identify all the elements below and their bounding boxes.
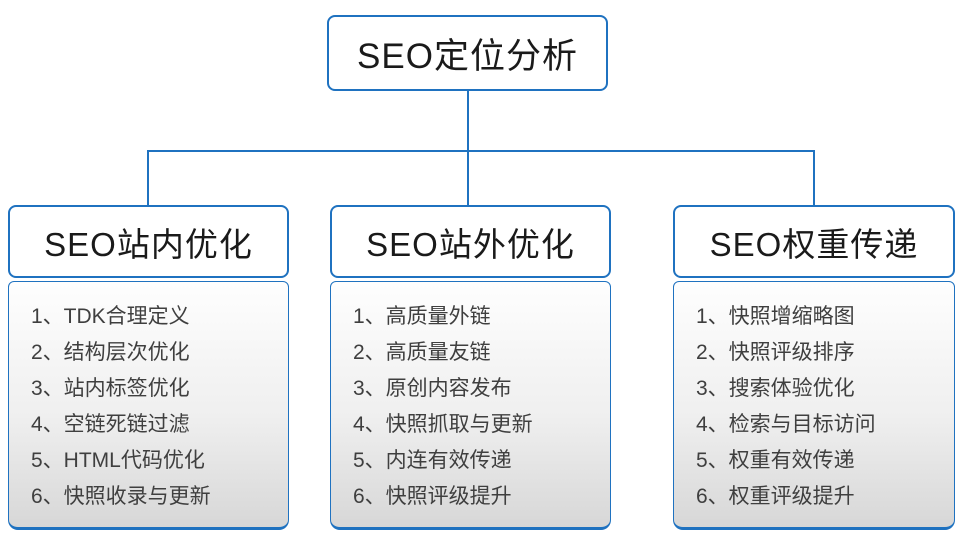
column-onsite-header: SEO站内优化 — [8, 205, 289, 278]
root-node-title: SEO定位分析 — [357, 36, 578, 76]
column-offsite-title: SEO站外优化 — [366, 225, 575, 263]
connector-drop-left — [147, 150, 149, 205]
column-offsite-seo: SEO站外优化 1、高质量外链 2、高质量友链 3、原创内容发布 4、快照抓取与更新 5… — [330, 205, 611, 530]
connector-horizontal-bus — [147, 150, 815, 152]
list-item: 3、搜索体验优化 — [696, 377, 855, 400]
column-weight-list: 1、快照增缩略图 2、快照评级排序 3、搜索体验优化 4、检索与目标访问 5、权重有效传… — [673, 281, 955, 530]
list-item: 5、权重有效传递 — [696, 449, 855, 472]
list-item: 1、高质量外链 — [353, 305, 491, 328]
list-item: 5、内连有效传递 — [353, 449, 512, 472]
list-item: 2、高质量友链 — [353, 341, 491, 364]
connector-drop-right — [813, 150, 815, 205]
root-node: SEO定位分析 — [327, 15, 608, 91]
list-item: 1、TDK合理定义 — [31, 305, 190, 328]
column-weight-transfer: SEO权重传递 1、快照增缩略图 2、快照评级排序 3、搜索体验优化 4、检索与目标访… — [673, 205, 955, 530]
column-weight-title: SEO权重传递 — [709, 225, 919, 263]
list-item: 1、快照增缩略图 — [696, 305, 855, 328]
list-item: 6、权重评级提升 — [696, 485, 855, 508]
list-item: 3、站内标签优化 — [31, 377, 190, 400]
list-item: 2、快照评级排序 — [696, 341, 855, 364]
list-item: 2、结构层次优化 — [31, 341, 190, 364]
connector-root-to-center — [467, 91, 469, 205]
list-item: 6、快照评级提升 — [353, 485, 512, 508]
list-item: 6、快照收录与更新 — [31, 485, 211, 508]
list-item: 3、原创内容发布 — [353, 377, 512, 400]
column-onsite-list: 1、TDK合理定义 2、结构层次优化 3、站内标签优化 4、空链死链过滤 5、HTML代… — [8, 281, 289, 530]
list-item: 4、检索与目标访问 — [696, 413, 876, 436]
list-item: 4、快照抓取与更新 — [353, 413, 533, 436]
column-offsite-list: 1、高质量外链 2、高质量友链 3、原创内容发布 4、快照抓取与更新 5、内连有效传递 6… — [330, 281, 611, 530]
column-offsite-header: SEO站外优化 — [330, 205, 611, 278]
column-onsite-seo: SEO站内优化 1、TDK合理定义 2、结构层次优化 3、站内标签优化 4、空链死链过… — [8, 205, 289, 530]
list-item: 5、HTML代码优化 — [31, 449, 205, 472]
column-onsite-title: SEO站内优化 — [44, 225, 253, 263]
column-weight-header: SEO权重传递 — [673, 205, 955, 278]
list-item: 4、空链死链过滤 — [31, 413, 190, 436]
